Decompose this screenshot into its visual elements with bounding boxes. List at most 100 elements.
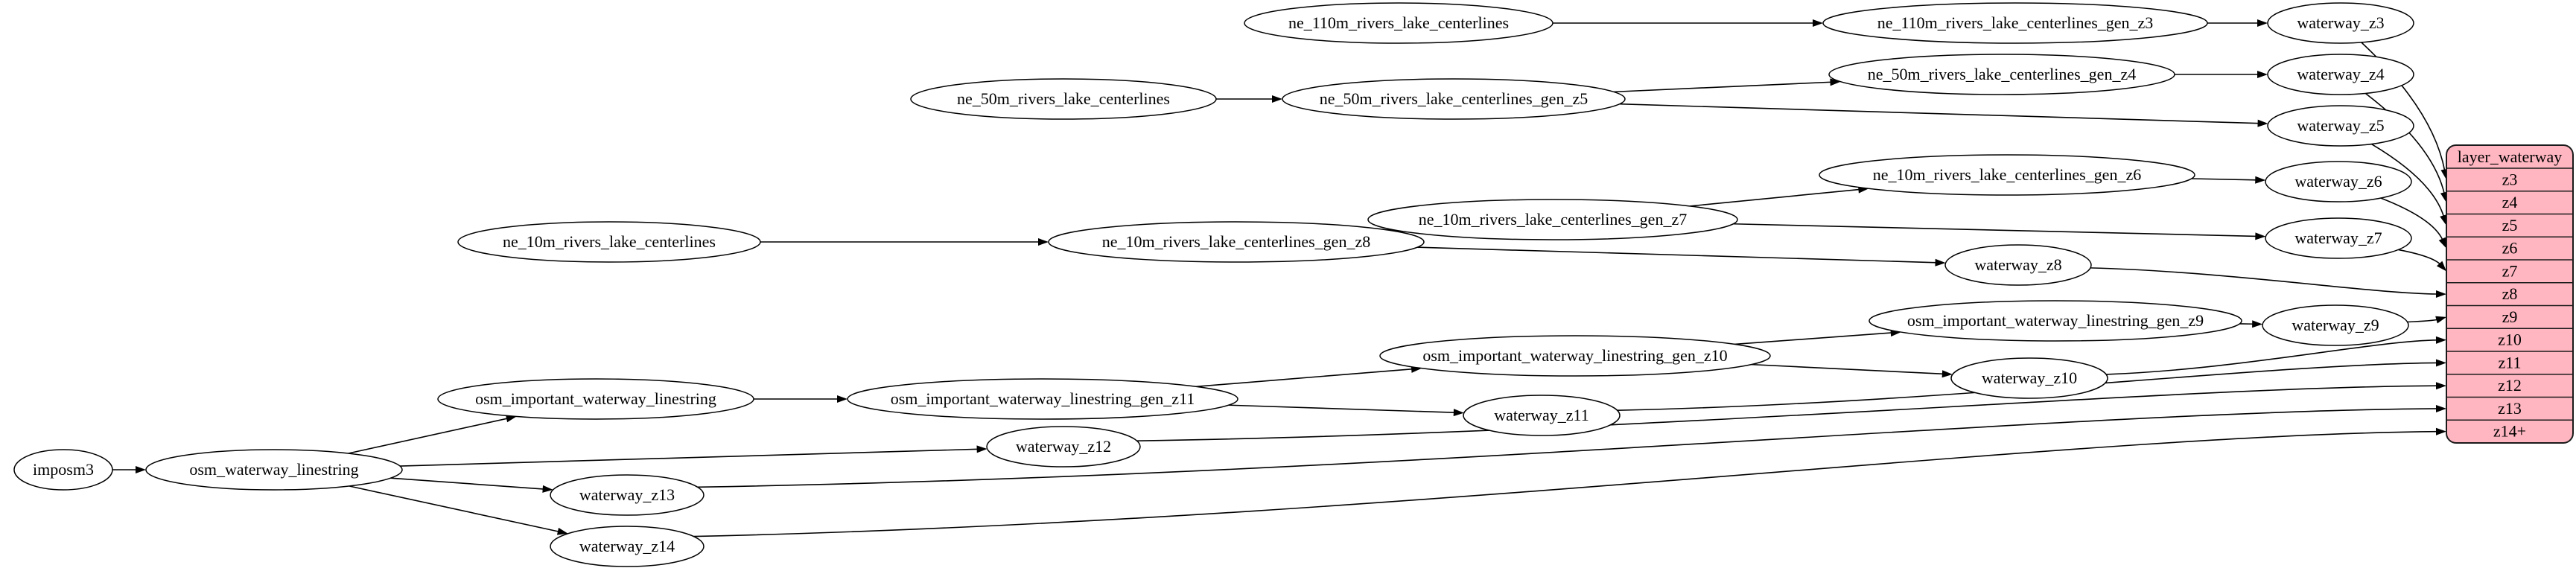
node-label: waterway_z14 <box>579 537 675 555</box>
node-imposm3: imposm3 <box>13 449 113 491</box>
edge-line <box>390 477 544 490</box>
node-label: osm_important_waterway_linestring <box>475 389 716 408</box>
edge-ne_50m_rivers_lake_centerlines_gen_z5-to-ne_50m_rivers_lake_centerlines_gen_z4 <box>1613 78 1841 93</box>
arrowhead-icon <box>976 445 988 453</box>
node-shape <box>2265 217 2412 259</box>
node-label: waterway_z8 <box>1974 255 2061 274</box>
arrowhead-icon <box>2440 214 2447 226</box>
arrowhead-icon <box>2436 261 2446 272</box>
node-waterway_z11: waterway_z11 <box>1463 395 1621 436</box>
edge-ne_10m_rivers_lake_centerlines_gen_z8-to-waterway_z8 <box>1416 246 1946 267</box>
node-label: ne_10m_rivers_lake_centerlines_gen_z8 <box>1102 232 1370 251</box>
arrowhead-icon <box>1813 19 1823 27</box>
node-waterway_z14: waterway_z14 <box>550 526 705 567</box>
node-shape <box>2267 54 2414 95</box>
node-shape <box>1950 357 2108 399</box>
edge-osm_important_waterway_linestring_gen_z10-to-osm_important_waterway_linestring_gen_z9 <box>1734 329 1901 345</box>
arrowhead-icon <box>2435 316 2446 324</box>
edge-waterway_z5-to-table-z5 <box>2370 143 2447 226</box>
edge-ne_50m_rivers_lake_centerlines_gen_z5-to-waterway_z5 <box>1619 103 2268 127</box>
arrowhead-icon <box>1272 95 1282 103</box>
node-ne_110m_rivers_lake_centerlines_gen_z3: ne_110m_rivers_lake_centerlines_gen_z3 <box>1822 2 2208 44</box>
table-row-z11: z11 <box>2499 353 2522 371</box>
edge-line <box>1734 332 1892 345</box>
table-row-z8: z8 <box>2502 284 2518 303</box>
node-label: osm_important_waterway_linestring_gen_z1… <box>1422 346 1727 365</box>
node-shape <box>2267 105 2414 147</box>
edge-line <box>2090 267 2438 295</box>
node-shape <box>1379 335 1771 377</box>
node-label: ne_110m_rivers_lake_centerlines <box>1288 13 1509 32</box>
node-shape <box>1463 395 1621 436</box>
node-ne_10m_rivers_lake_centerlines_gen_z8: ne_10m_rivers_lake_centerlines_gen_z8 <box>1048 221 1425 263</box>
node-shape <box>1282 78 1626 120</box>
edge-ne_50m_rivers_lake_centerlines_gen_z4-to-waterway_z4 <box>2175 71 2268 78</box>
node-ne_10m_rivers_lake_centerlines_gen_z7: ne_10m_rivers_lake_centerlines_gen_z7 <box>1367 199 1738 240</box>
node-ne_110m_rivers_lake_centerlines: ne_110m_rivers_lake_centerlines <box>1244 2 1553 44</box>
node-waterway_z3: waterway_z3 <box>2267 2 2414 44</box>
table-row-z3: z3 <box>2502 170 2518 188</box>
arrowhead-icon <box>1935 258 1946 267</box>
node-osm_important_waterway_linestring_gen_z11: osm_important_waterway_linestring_gen_z1… <box>847 378 1238 420</box>
arrowhead-icon <box>2435 427 2446 435</box>
edge-waterway_z9-to-table-z9 <box>2407 316 2446 324</box>
table-row-z12: z12 <box>2498 376 2522 395</box>
node-shape <box>550 474 705 516</box>
node-label: waterway_z3 <box>2297 13 2384 32</box>
node-label: ne_10m_rivers_lake_centerlines <box>503 232 716 251</box>
edge-line <box>2380 197 2443 240</box>
table-row-z4: z4 <box>2502 193 2518 211</box>
edge-line <box>1733 223 2257 237</box>
node-label: waterway_z6 <box>2294 172 2382 191</box>
edge-line <box>1228 404 1455 413</box>
arrowhead-icon <box>2435 359 2446 367</box>
arrowhead-icon <box>1038 238 1049 246</box>
table-row-z13: z13 <box>2498 399 2522 418</box>
node-ne_50m_rivers_lake_centerlines_gen_z4: ne_50m_rivers_lake_centerlines_gen_z4 <box>1828 54 2175 95</box>
arrowhead-icon <box>2435 382 2446 390</box>
node-shape <box>1048 221 1425 263</box>
node-shape <box>457 221 761 263</box>
edge-line <box>1416 246 1937 264</box>
node-shape <box>2265 161 2412 202</box>
arrowhead-icon <box>2257 19 2268 27</box>
edge-osm_waterway_linestring-to-waterway_z12 <box>400 445 988 467</box>
edge-osm_waterway_linestring-to-osm_important_waterway_linestring <box>348 415 517 454</box>
node-shape <box>1822 2 2208 44</box>
node-label: osm_important_waterway_linestring_gen_z9 <box>1907 311 2204 330</box>
node-shape <box>847 378 1238 420</box>
arrowhead-icon <box>542 485 553 493</box>
edge-osm_important_waterway_linestring_gen_z10-to-waterway_z10 <box>1751 363 1953 378</box>
node-label: ne_50m_rivers_lake_centerlines_gen_z4 <box>1868 65 2136 83</box>
node-osm_important_waterway_linestring: osm_important_waterway_linestring <box>437 378 754 420</box>
node-osm_important_waterway_linestring_gen_z9: osm_important_waterway_linestring_gen_z9 <box>1869 300 2242 342</box>
node-shape <box>550 526 705 567</box>
arrowhead-icon <box>506 415 517 423</box>
node-waterway_z10: waterway_z10 <box>1950 357 2108 399</box>
edge-line <box>2370 143 2445 217</box>
table-row-z6: z6 <box>2502 239 2518 258</box>
edge-layer <box>112 19 2449 537</box>
table-row-z10: z10 <box>2498 331 2522 349</box>
edge-ne_110m_rivers_lake_centerlines-to-ne_110m_rivers_lake_centerlines_gen_z3 <box>1553 19 1823 27</box>
node-label: ne_110m_rivers_lake_centerlines_gen_z3 <box>1877 13 2154 32</box>
edge-osm_important_waterway_linestring_gen_z11-to-waterway_z11 <box>1228 404 1464 417</box>
table-row-z7: z7 <box>2502 261 2518 280</box>
node-waterway_z5: waterway_z5 <box>2267 105 2414 147</box>
node-shape <box>1244 2 1553 44</box>
node-ne_10m_rivers_lake_centerlines: ne_10m_rivers_lake_centerlines <box>457 221 761 263</box>
edge-line <box>400 448 979 467</box>
arrowhead-icon <box>2252 320 2263 328</box>
node-shape <box>437 378 754 420</box>
node-label: waterway_z7 <box>2294 229 2382 247</box>
edge-line <box>2191 178 2257 181</box>
node-shape <box>1944 244 2092 286</box>
node-label: waterway_z12 <box>1016 437 1111 456</box>
node-waterway_z8: waterway_z8 <box>1944 244 2092 286</box>
edge-ne_10m_rivers_lake_centerlines_gen_z6-to-waterway_z6 <box>2191 176 2266 184</box>
arrowhead-icon <box>136 466 146 473</box>
edge-waterway_z12-to-table-z12 <box>1136 382 2446 441</box>
edge-osm_important_waterway_linestring-to-osm_important_waterway_linestring_gen_z11 <box>754 395 847 403</box>
edge-line <box>2106 339 2438 375</box>
